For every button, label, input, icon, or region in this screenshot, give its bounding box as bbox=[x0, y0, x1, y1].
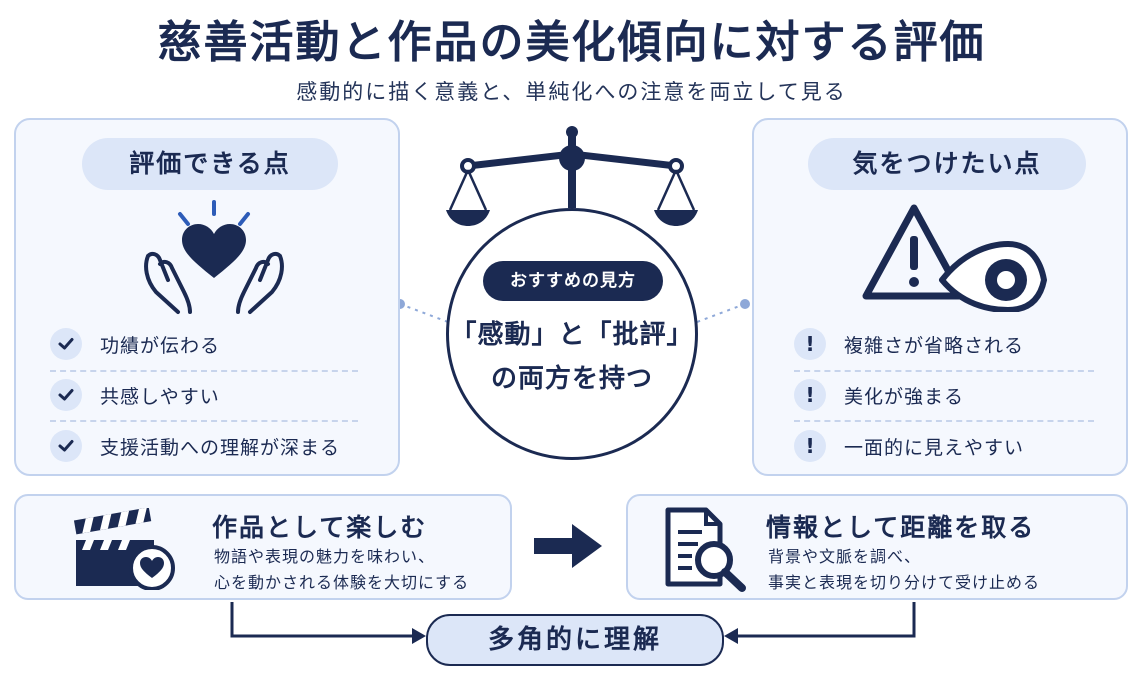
warning-eye-icon bbox=[862, 204, 1047, 312]
recommendation-label: おすすめの見方 bbox=[483, 261, 663, 301]
right-item-1: ! 複雑さが省略される bbox=[794, 328, 1114, 360]
hands-heart-icon bbox=[144, 200, 284, 314]
right-item-text: 美化が強まる bbox=[844, 385, 965, 408]
enjoy-line2: 心を動かされる体験を大切にする bbox=[214, 573, 470, 592]
right-item-3: ! 一面的に見えやすい bbox=[794, 430, 1114, 462]
left-item-1: 功績が伝わる bbox=[50, 328, 380, 360]
document-search-icon bbox=[665, 507, 746, 592]
right-item-2: ! 美化が強まる bbox=[794, 379, 1114, 411]
divider bbox=[794, 370, 1094, 372]
divider bbox=[50, 370, 358, 372]
clapperboard-heart-icon bbox=[73, 508, 175, 590]
left-item-text: 共感しやすい bbox=[100, 385, 220, 408]
check-icon bbox=[50, 328, 82, 360]
check-icon bbox=[50, 430, 82, 462]
left-item-text: 功績が伝わる bbox=[100, 334, 221, 357]
exclamation-icon: ! bbox=[794, 430, 826, 462]
right-panel: 気をつけたい点 ! 複雑さが省略される ! 美化が強まる ! 一面的に見えやすい bbox=[752, 118, 1128, 476]
recommendation-circle: おすすめの見方 「感動」と「批評」 の両方を持つ bbox=[446, 208, 698, 460]
enjoy-title: 作品として楽しむ bbox=[212, 513, 428, 542]
recommendation-line1: 「感動」と「批評」 bbox=[450, 320, 694, 350]
page-title: 慈善活動と作品の美化傾向に対する評価 bbox=[157, 17, 986, 68]
distance-line2: 事実と表現を切り分けて受け止める bbox=[768, 573, 1041, 592]
divider bbox=[50, 420, 358, 422]
distance-line1: 背景や文脈を調べ、 bbox=[768, 547, 922, 566]
recommendation-line2: の両方を持つ bbox=[490, 364, 653, 394]
result-pill: 多角的に理解 bbox=[426, 614, 724, 666]
left-item-text: 支援活動への理解が深まる bbox=[100, 436, 341, 459]
left-item-2: 共感しやすい bbox=[50, 379, 380, 411]
check-icon bbox=[50, 379, 82, 411]
right-item-text: 複雑さが省略される bbox=[844, 334, 1025, 357]
keep-distance-panel: 情報として距離を取る 背景や文脈を調べ、 事実と表現を切り分けて受け止める bbox=[626, 494, 1128, 600]
distance-title: 情報として距離を取る bbox=[766, 513, 1036, 542]
divider bbox=[794, 420, 1094, 422]
left-item-3: 支援活動への理解が深まる bbox=[50, 430, 380, 462]
enjoy-as-work-panel: 作品として楽しむ 物語や表現の魅力を味わい、 心を動かされる体験を大切にする bbox=[14, 494, 512, 600]
arrow-right-icon bbox=[534, 524, 602, 568]
enjoy-line1: 物語や表現の魅力を味わい、 bbox=[214, 547, 436, 566]
left-panel: 評価できる点 功績が伝わる 共感しやすい 支援活動への理解が深まる bbox=[14, 118, 400, 476]
page-subtitle: 感動的に描く意義と、単純化への注意を両立して見る bbox=[296, 80, 847, 104]
exclamation-icon: ! bbox=[794, 328, 826, 360]
exclamation-icon: ! bbox=[794, 379, 826, 411]
right-panel-heading: 気をつけたい点 bbox=[808, 138, 1086, 190]
left-panel-heading: 評価できる点 bbox=[82, 138, 338, 190]
right-item-text: 一面的に見えやすい bbox=[844, 436, 1025, 459]
